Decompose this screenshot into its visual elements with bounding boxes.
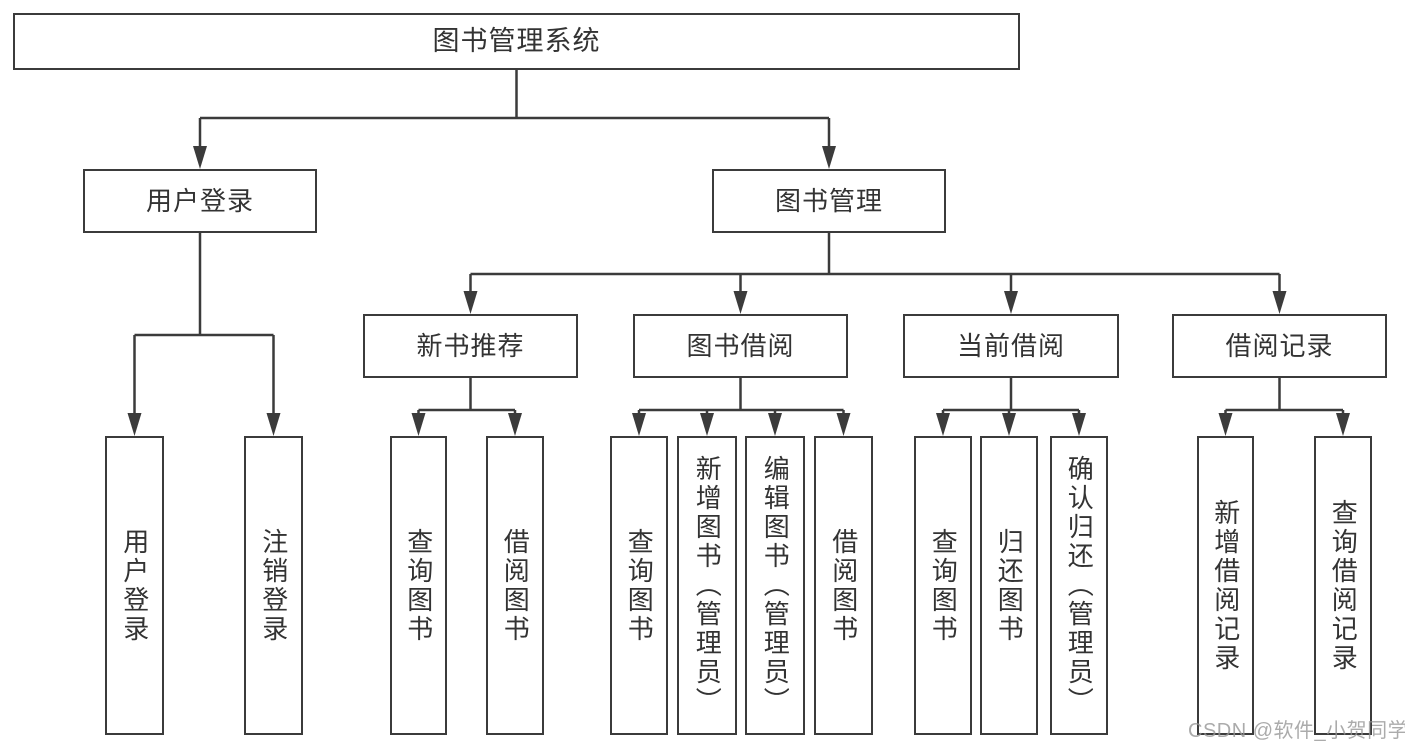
node-library-management-system: 图书管理系统 [13, 13, 1020, 70]
node-current-borrow: 当前借阅 [903, 314, 1119, 378]
connector-book-management-to-level3 [463, 233, 1287, 314]
connector-current-borrow-to-leaves [936, 378, 1086, 436]
connector-root-to-level2 [193, 70, 836, 169]
connector-book-borrow-to-leaves [632, 378, 851, 436]
leaf-search-books-borrow: 查询图书 [610, 436, 668, 735]
leaf-search-borrow-record: 查询借阅记录 [1314, 436, 1372, 735]
node-user-login: 用户登录 [83, 169, 317, 233]
leaf-user-login: 用户登录 [105, 436, 164, 735]
leaf-return-books: 归还图书 [980, 436, 1038, 735]
node-new-book-recommend: 新书推荐 [363, 314, 578, 378]
leaf-logout: 注销登录 [244, 436, 303, 735]
csdn-watermark: CSDN @软件_小贺同学 [1188, 720, 1405, 742]
leaf-borrow-books-recommend: 借阅图书 [486, 436, 544, 735]
leaf-add-borrow-record: 新增借阅记录 [1197, 436, 1254, 735]
node-book-management: 图书管理 [712, 169, 946, 233]
leaf-borrow-books: 借阅图书 [814, 436, 873, 735]
connector-borrow-records-to-leaves [1218, 378, 1350, 436]
leaf-confirm-return-admin: 确认归还（管理员） [1050, 436, 1108, 735]
node-borrow-records: 借阅记录 [1172, 314, 1387, 378]
connector-new-book-recommend-to-leaves [411, 378, 522, 436]
leaf-add-books-admin: 新增图书（管理员） [677, 436, 737, 735]
node-book-borrow: 图书借阅 [633, 314, 848, 378]
leaf-search-books-recommend: 查询图书 [390, 436, 447, 735]
leaf-edit-books-admin: 编辑图书（管理员） [745, 436, 805, 735]
leaf-search-books-current: 查询图书 [914, 436, 972, 735]
connector-user-login-to-leaves [127, 233, 281, 436]
